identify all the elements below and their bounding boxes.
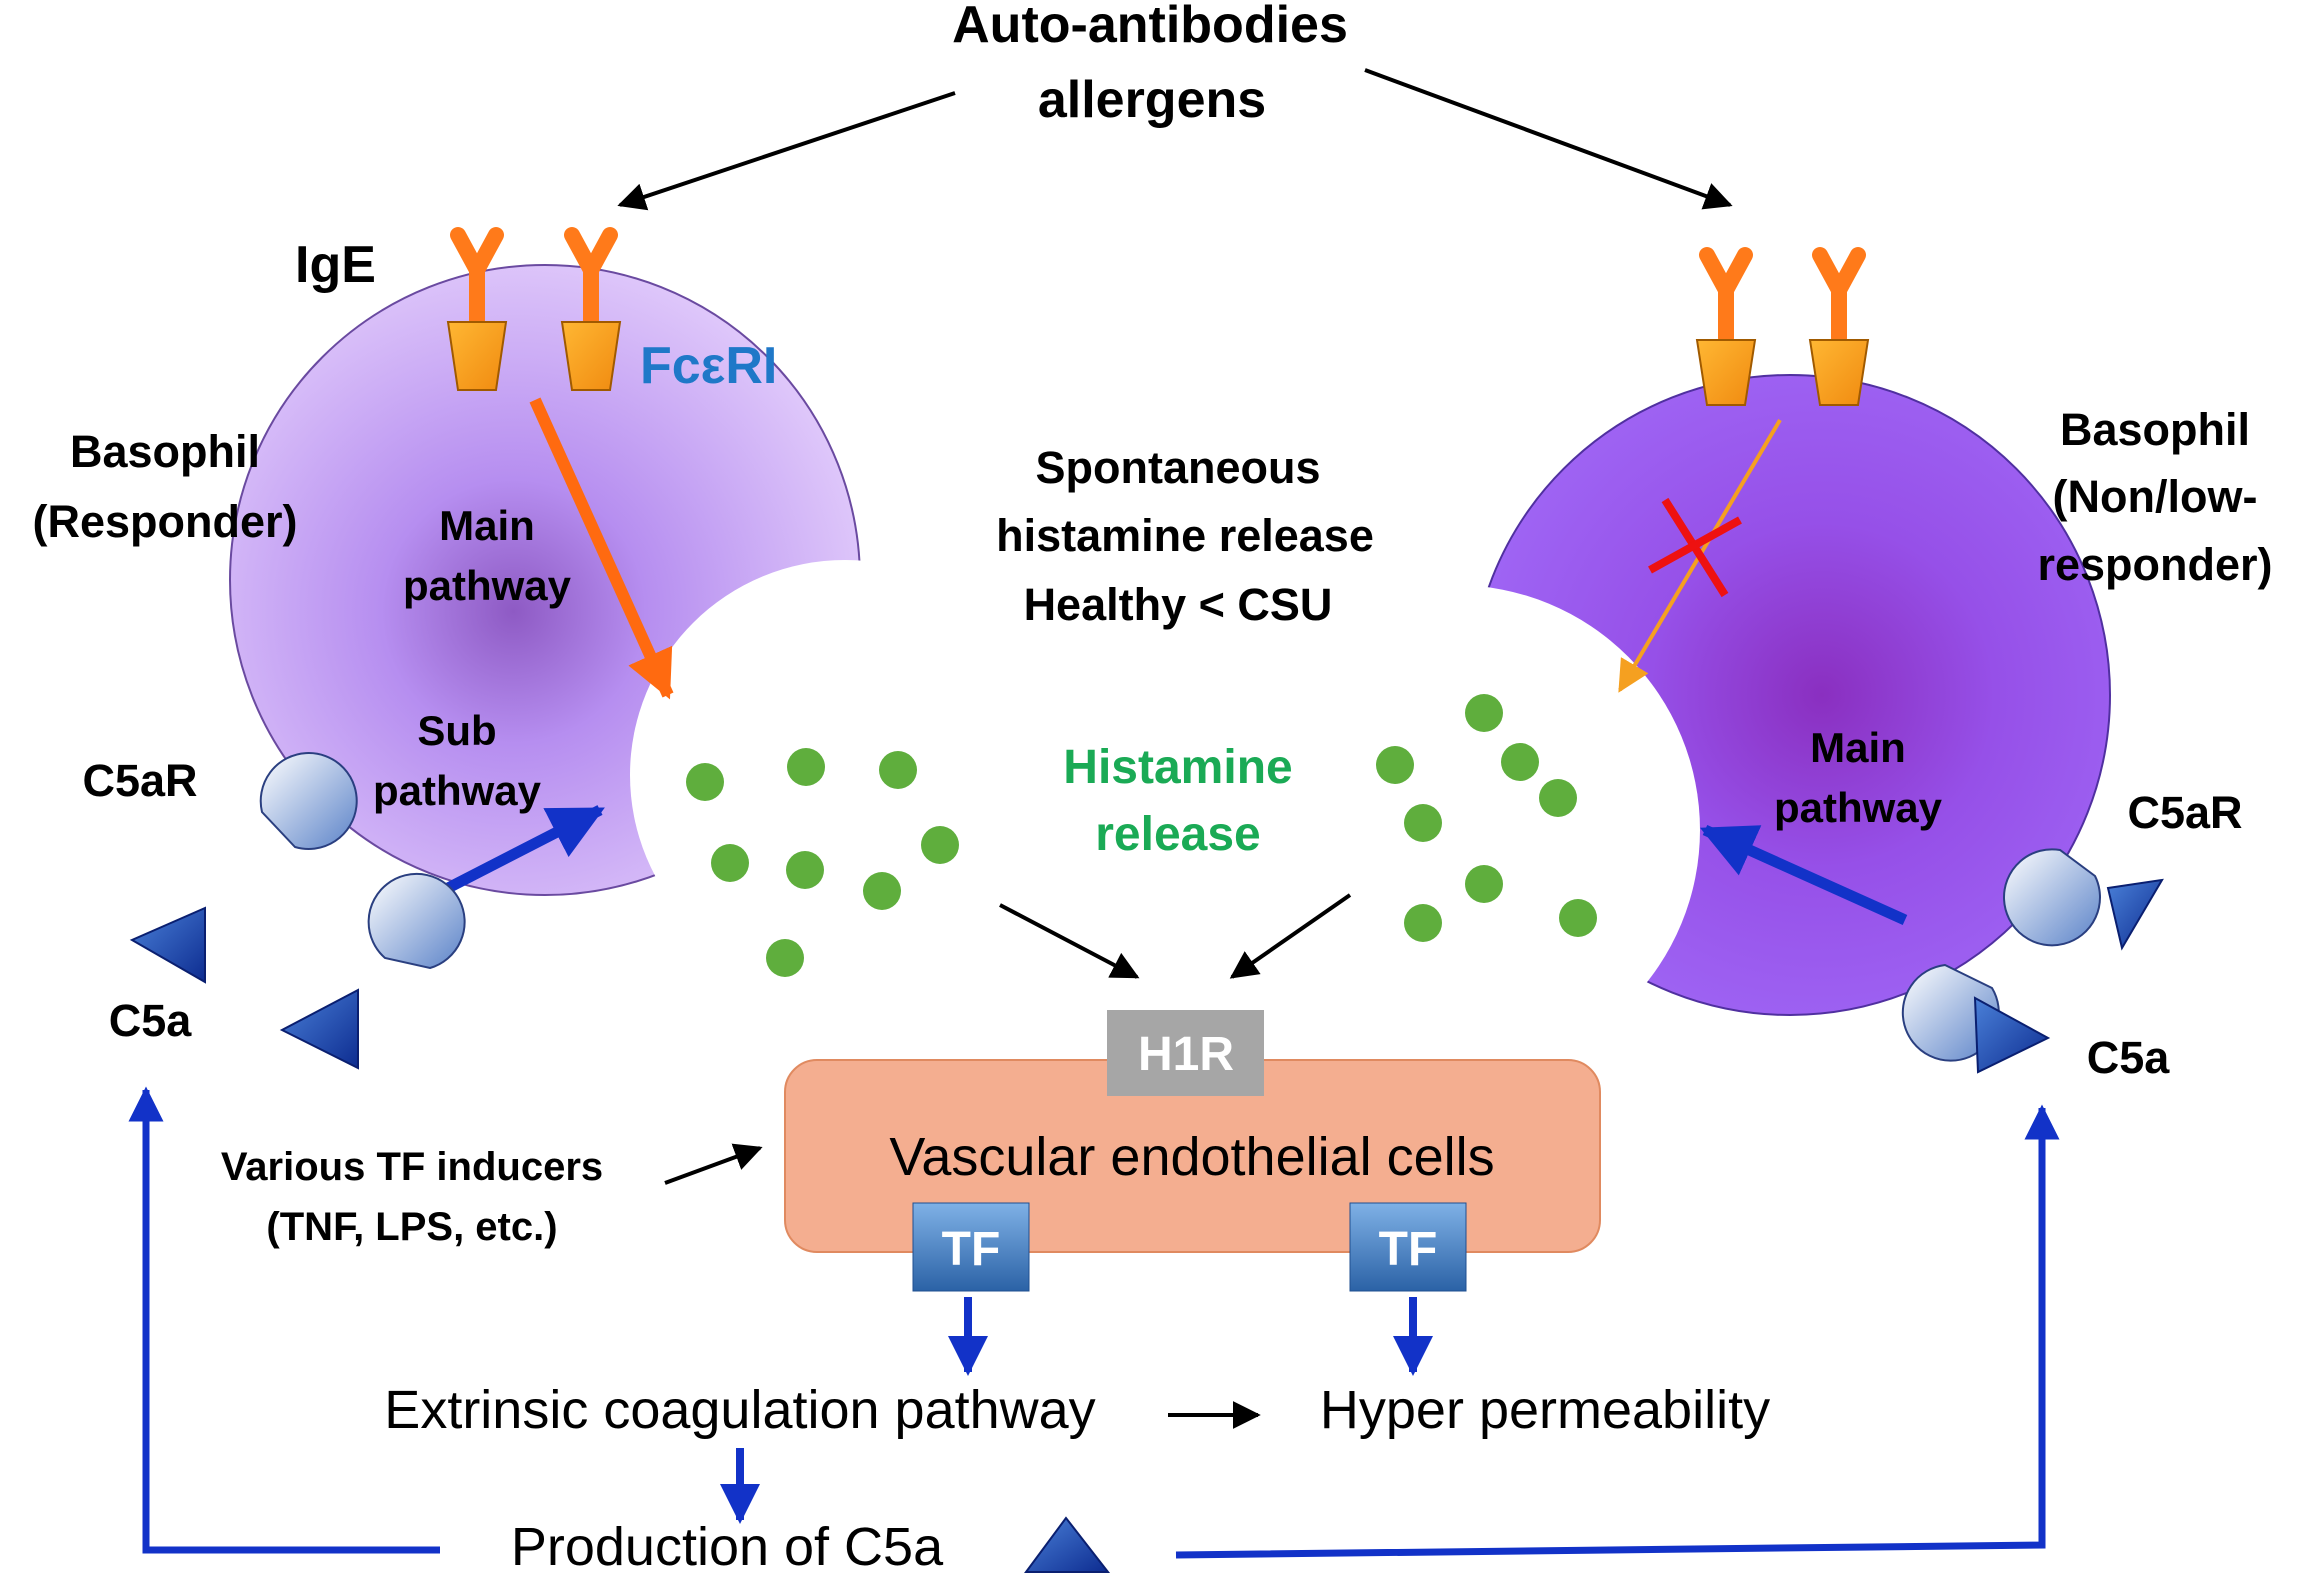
tf-label-left: TF <box>942 1223 1001 1276</box>
right-main-pathway-label-line1: Main <box>1810 724 1906 771</box>
inducers-line1: Various TF inducers <box>221 1145 603 1189</box>
feedback-loop-left <box>128 1086 440 1554</box>
left-c5ar-receptor-1 <box>259 752 358 850</box>
c5a-triangle-left-1 <box>129 906 206 984</box>
right-c5ar-label: C5aR <box>2127 787 2242 838</box>
histamine-arrow-left <box>999 903 1140 979</box>
right-basophil-name-line1: Basophil <box>2060 404 2250 455</box>
left-main-pathway-label-line2: pathway <box>403 562 572 609</box>
ige-label: IgE <box>295 236 376 294</box>
left-c5ar-label: C5aR <box>82 755 197 806</box>
left-sub-pathway-label-line1: Sub <box>417 707 496 754</box>
right-main-pathway-label-line2: pathway <box>1774 784 1943 831</box>
histamine-release-line1: Histamine <box>1063 741 1292 794</box>
c5a-triangle-bottom <box>1024 1516 1111 1573</box>
hyper-permeability-label: Hyper permeability <box>1320 1380 1770 1440</box>
left-basophil-name-line2: (Responder) <box>32 496 297 547</box>
feedback-loop-right <box>1175 1104 2060 1559</box>
right-c5ar-receptor-1 <box>2003 848 2101 947</box>
left-c5a-label: C5a <box>109 995 193 1046</box>
extrinsic-coagulation-label: Extrinsic coagulation pathway <box>384 1380 1095 1440</box>
spontaneous-line1: Spontaneous <box>1035 442 1320 493</box>
tf-box-left <box>912 1202 1030 1292</box>
c5a-triangle-right-2 <box>1973 996 2051 1074</box>
left-ige-antibody-1 <box>450 227 504 328</box>
inducers-line2: (TNF, LPS, etc.) <box>266 1205 557 1249</box>
right-main-pathway-arrow <box>1699 824 1908 926</box>
h1r-label: H1R <box>1138 1028 1234 1081</box>
histamine-release-line2: release <box>1095 808 1261 861</box>
left-fceri-receptor-1 <box>446 321 508 391</box>
right-secretion-zone <box>1210 585 1700 1075</box>
tf-box-right <box>1349 1202 1467 1292</box>
top-title-line1: Auto-antibodies <box>952 0 1348 54</box>
histamine-arrow-right <box>1229 893 1352 979</box>
left-main-pathway-label-line1: Main <box>439 502 535 549</box>
left-fceri-receptor-2 <box>560 321 622 391</box>
left-secretion-zone <box>630 560 1060 990</box>
spontaneous-line3: Healthy < CSU <box>1024 579 1333 630</box>
left-basophil-name-line1: Basophil <box>70 426 260 477</box>
left-ige-antibody-2 <box>564 227 618 328</box>
right-fceri-receptor-2 <box>1808 339 1870 406</box>
right-c5a-label: C5a <box>2087 1032 2171 1083</box>
right-ige-antibody-1 <box>1699 247 1753 346</box>
tf-label-right: TF <box>1379 1223 1438 1276</box>
histamine-granules-right <box>1376 694 1597 942</box>
left-c5ar-receptor-2 <box>367 872 466 970</box>
h1r-receptor-box <box>1107 1010 1264 1096</box>
fceri-label: FcεRI <box>640 337 777 395</box>
histamine-granules-left <box>686 748 959 977</box>
c5a-triangle-left-2 <box>279 988 359 1070</box>
top-arrow-left <box>617 91 956 211</box>
inducers-arrow <box>664 1143 763 1185</box>
left-sub-pathway-label-line2: pathway <box>373 767 542 814</box>
production-of-c5a-label: Production of C5a <box>511 1517 944 1573</box>
right-basophil-name-line3: responder) <box>2037 539 2272 590</box>
c5a-triangle-right-1 <box>2106 878 2164 951</box>
right-fceri-receptor-1 <box>1695 339 1757 406</box>
top-arrow-right <box>1364 68 1733 210</box>
block-x-icon <box>1648 497 1742 598</box>
left-main-pathway-arrow <box>529 397 674 700</box>
endothelial-cells-label: Vascular endothelial cells <box>889 1127 1494 1187</box>
right-basophil-name-line2: (Non/low- <box>2053 471 2258 522</box>
top-title-line2: allergens <box>1038 71 1266 129</box>
right-ige-antibody-2 <box>1812 247 1866 346</box>
spontaneous-line2: histamine release <box>996 510 1374 561</box>
